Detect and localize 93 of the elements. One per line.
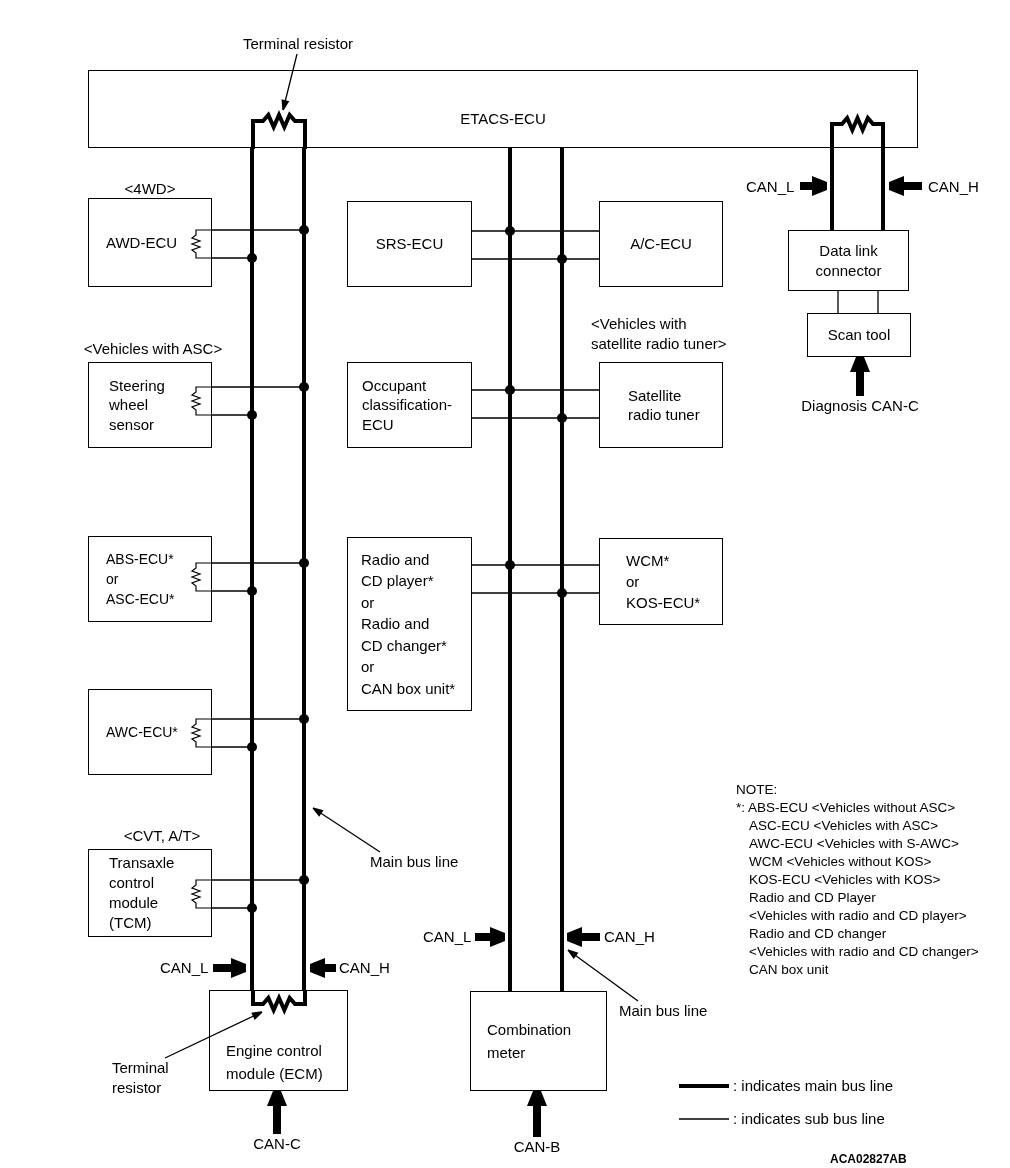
signal-label: Diagnosis CAN-C [785,396,935,416]
note-text: NOTE: [736,781,778,799]
component-label: Transaxle control module (TCM) [109,853,175,933]
component-label: Satellite radio tuner [628,385,700,425]
callout-label: Terminal resistor [232,34,364,54]
signal-label: CAN_L [160,958,209,978]
component-label: ABS-ECU* or ASC-ECU* [106,550,175,609]
audio-unit-box [347,537,472,711]
signal-label: CAN-B [504,1137,570,1157]
note-text: AWC-ECU <Vehicles with S-AWC> [749,835,959,853]
signal-label: CAN_L [746,177,795,197]
component-label: A/C-ECU [630,234,692,254]
sub-bus-line [211,410,257,420]
module-box [88,849,212,937]
ecu-box [88,536,212,622]
note-text: WCM <Vehicles without KOS> [749,853,932,871]
sub-bus-line [211,225,309,235]
sub-bus-line [471,389,600,391]
main-bus-line [508,148,512,991]
note-text: <Vehicles with radio and CD player> [749,907,967,925]
signal-label: CAN-C [244,1134,310,1154]
leader-line [567,949,639,1002]
sub-bus-line [471,230,600,232]
component-label: Occupant classification- ECU [362,375,453,435]
ecu-box [347,201,472,287]
tool-box [807,313,911,357]
sub-bus-line [211,558,309,568]
component-label: AWD-ECU [106,232,178,253]
condition-label: <Vehicles with satellite radio tuner> [591,314,728,353]
sub-bus-line [471,564,600,566]
sub-bus-line [471,592,600,594]
sub-bus-line [471,417,600,419]
leader-line [281,53,298,111]
sub-bus-line [211,382,309,392]
sub-bus-line [211,586,257,596]
main-bus-line [830,148,834,230]
terminal-resistor-symbol [251,991,307,1013]
callout-label: Main bus line [370,852,476,872]
ecu-box [88,198,212,287]
note-text: ASC-ECU <Vehicles with ASC> [749,817,939,835]
sensor-box [88,362,212,448]
meter-box [470,991,607,1091]
main-bus-line [560,148,564,991]
legend-text: : indicates sub bus line [733,1109,885,1129]
ecu-box [88,689,212,775]
callout-label: Terminal resistor [112,1058,182,1100]
connector-box [788,230,909,291]
signal-label: CAN_L [423,927,472,947]
sub-bus-line [211,714,309,724]
component-label: ETACS-ECU [460,109,546,129]
sub-bus-line [211,875,309,885]
component-label: Scan tool [827,325,891,345]
sub-bus-line [837,290,839,314]
note-text: KOS-ECU <Vehicles with KOS> [749,871,941,889]
condition-label: <4WD> [123,179,177,199]
leader-line [312,807,381,853]
note-text: Radio and CD changer [749,925,887,943]
component-label: WCM* or KOS-ECU* [626,551,701,613]
condition-label: <Vehicles with ASC> [82,339,224,359]
signal-label: CAN_H [928,177,979,197]
note-text: <Vehicles with radio and CD changer> [749,943,979,961]
main-bus-line [881,148,885,230]
terminal-resistor-symbol [251,111,307,149]
component-label: Data link connector [815,241,882,280]
ecu-box [347,362,472,448]
signal-label: CAN_H [339,958,390,978]
component-label: Engine control module (ECM) [226,1041,323,1084]
sub-bus-line [211,253,257,263]
component-label: AWC-ECU* [106,722,178,742]
main-bus-line [302,148,306,990]
sub-bus-line [211,742,257,752]
tuner-box [599,362,723,448]
ecu-box [88,70,918,148]
figure-code: ACA02827AB [830,1151,907,1168]
note-text: Radio and CD Player [749,889,876,907]
main-bus-line [250,148,254,990]
module-box [209,990,348,1091]
legend-text: : indicates main bus line [733,1076,894,1096]
sub-bus-line [471,258,600,260]
signal-label: CAN_H [604,927,655,947]
component-label: Combination meter [487,1020,572,1063]
sub-bus-line [211,903,257,913]
sub-bus-line [877,290,879,314]
ecu-box [599,201,723,287]
leader-line [164,1011,263,1059]
ecu-box [599,538,723,625]
condition-label: <CVT, A/T> [122,826,202,846]
component-label: SRS-ECU [375,234,444,254]
callout-label: Main bus line [619,1001,729,1021]
component-label: Radio and CD player* or Radio and CD changer* or CAN box unit* [361,549,456,699]
component-label: Steering wheel sensor [109,375,165,435]
note-text: CAN box unit [749,961,829,979]
note-text: *: ABS-ECU <Vehicles without ASC> [736,799,956,817]
